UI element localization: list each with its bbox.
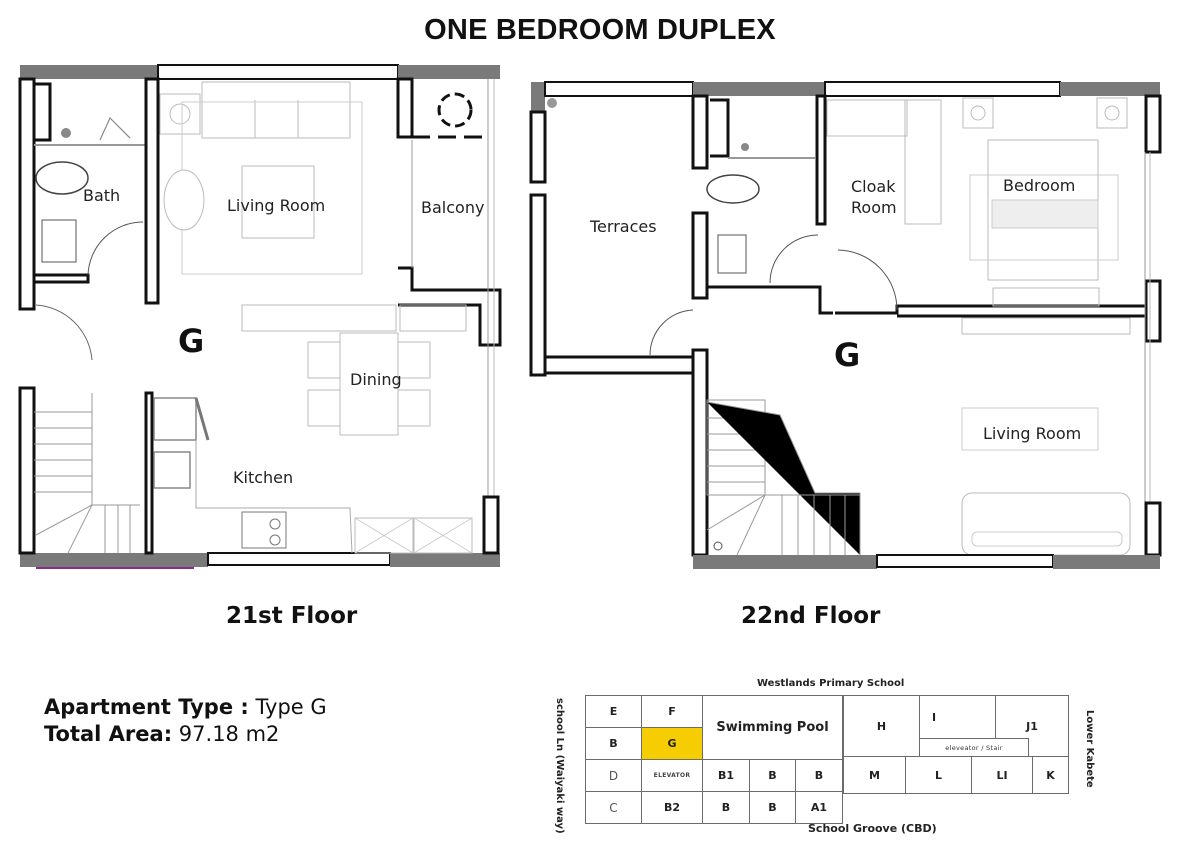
- floor-plan-drawings: [18, 64, 1162, 569]
- site-cell-b-mid-2: B: [795, 759, 843, 792]
- room-label-bedroom: Bedroom: [1003, 176, 1076, 195]
- site-cell-b-bot-2: B: [749, 791, 796, 824]
- site-cell-e: E: [585, 695, 642, 728]
- site-cell-a1: A1: [795, 791, 843, 824]
- room-label-cloak-room: Cloak Room: [851, 177, 897, 217]
- room-label-balcony: Balcony: [421, 198, 485, 217]
- site-cell-m: M: [843, 756, 906, 794]
- unit-marker-22: G: [834, 336, 861, 374]
- apartment-type-label: Apartment Type :: [44, 695, 249, 719]
- site-cell-elevator: ELEVATOR: [641, 759, 703, 792]
- site-north-label: Westlands Primary School: [757, 678, 905, 689]
- site-south-label: School Groove (CBD): [808, 822, 937, 835]
- total-area-row: Total Area: 97.18 m2: [44, 721, 327, 748]
- site-west-label: school Ln (Waiyaki way): [554, 698, 565, 834]
- site-cell-k: K: [1032, 756, 1069, 794]
- room-label-kitchen: Kitchen: [233, 468, 294, 487]
- site-cell-l: L: [905, 756, 972, 794]
- floor-label-21: 21st Floor: [226, 603, 358, 629]
- page-title: ONE BEDROOM DUPLEX: [424, 14, 776, 46]
- floor-label-22: 22nd Floor: [741, 603, 881, 629]
- site-cell-f: F: [641, 695, 703, 728]
- site-cell-li: LI: [971, 756, 1033, 794]
- site-east-label: Lower Kabete: [1084, 710, 1095, 788]
- room-label-dining: Dining: [350, 370, 402, 389]
- site-cell-d: D: [585, 759, 642, 792]
- site-cell-b-bot-1: B: [702, 791, 750, 824]
- room-label-living-room-22: Living Room: [983, 424, 1082, 443]
- floor-21-plan: [18, 64, 502, 569]
- site-cell-b1: B1: [702, 759, 750, 792]
- site-cell-c: C: [585, 791, 642, 824]
- site-cell-elevator-stair: eleveator / Stair: [919, 738, 1029, 757]
- site-cell-b-mid-1: B: [749, 759, 796, 792]
- total-area-value: 97.18 m2: [178, 722, 280, 746]
- floor-22-plan: [529, 81, 1162, 569]
- room-label-terraces: Terraces: [590, 217, 657, 236]
- room-label-bath: Bath: [83, 186, 121, 205]
- site-cell-h: H: [843, 695, 920, 757]
- site-cell-g-highlighted: G: [641, 727, 703, 760]
- room-label-living-room-21: Living Room: [227, 196, 326, 215]
- site-cell-swimming-pool: Swimming Pool: [702, 695, 843, 760]
- site-map: E F G B Swimming Pool D ELEVATOR B1 B B …: [585, 695, 1069, 827]
- site-cell-b2: B2: [641, 791, 703, 824]
- unit-marker-21: G: [178, 322, 205, 360]
- apartment-type-value: Type G: [255, 695, 327, 719]
- site-cell-i: I: [919, 695, 996, 739]
- apartment-type-row: Apartment Type : Type G: [44, 694, 327, 721]
- site-cell-b-left: B: [585, 727, 642, 760]
- total-area-label: Total Area:: [44, 722, 173, 746]
- apartment-info: Apartment Type : Type G Total Area: 97.1…: [44, 694, 327, 748]
